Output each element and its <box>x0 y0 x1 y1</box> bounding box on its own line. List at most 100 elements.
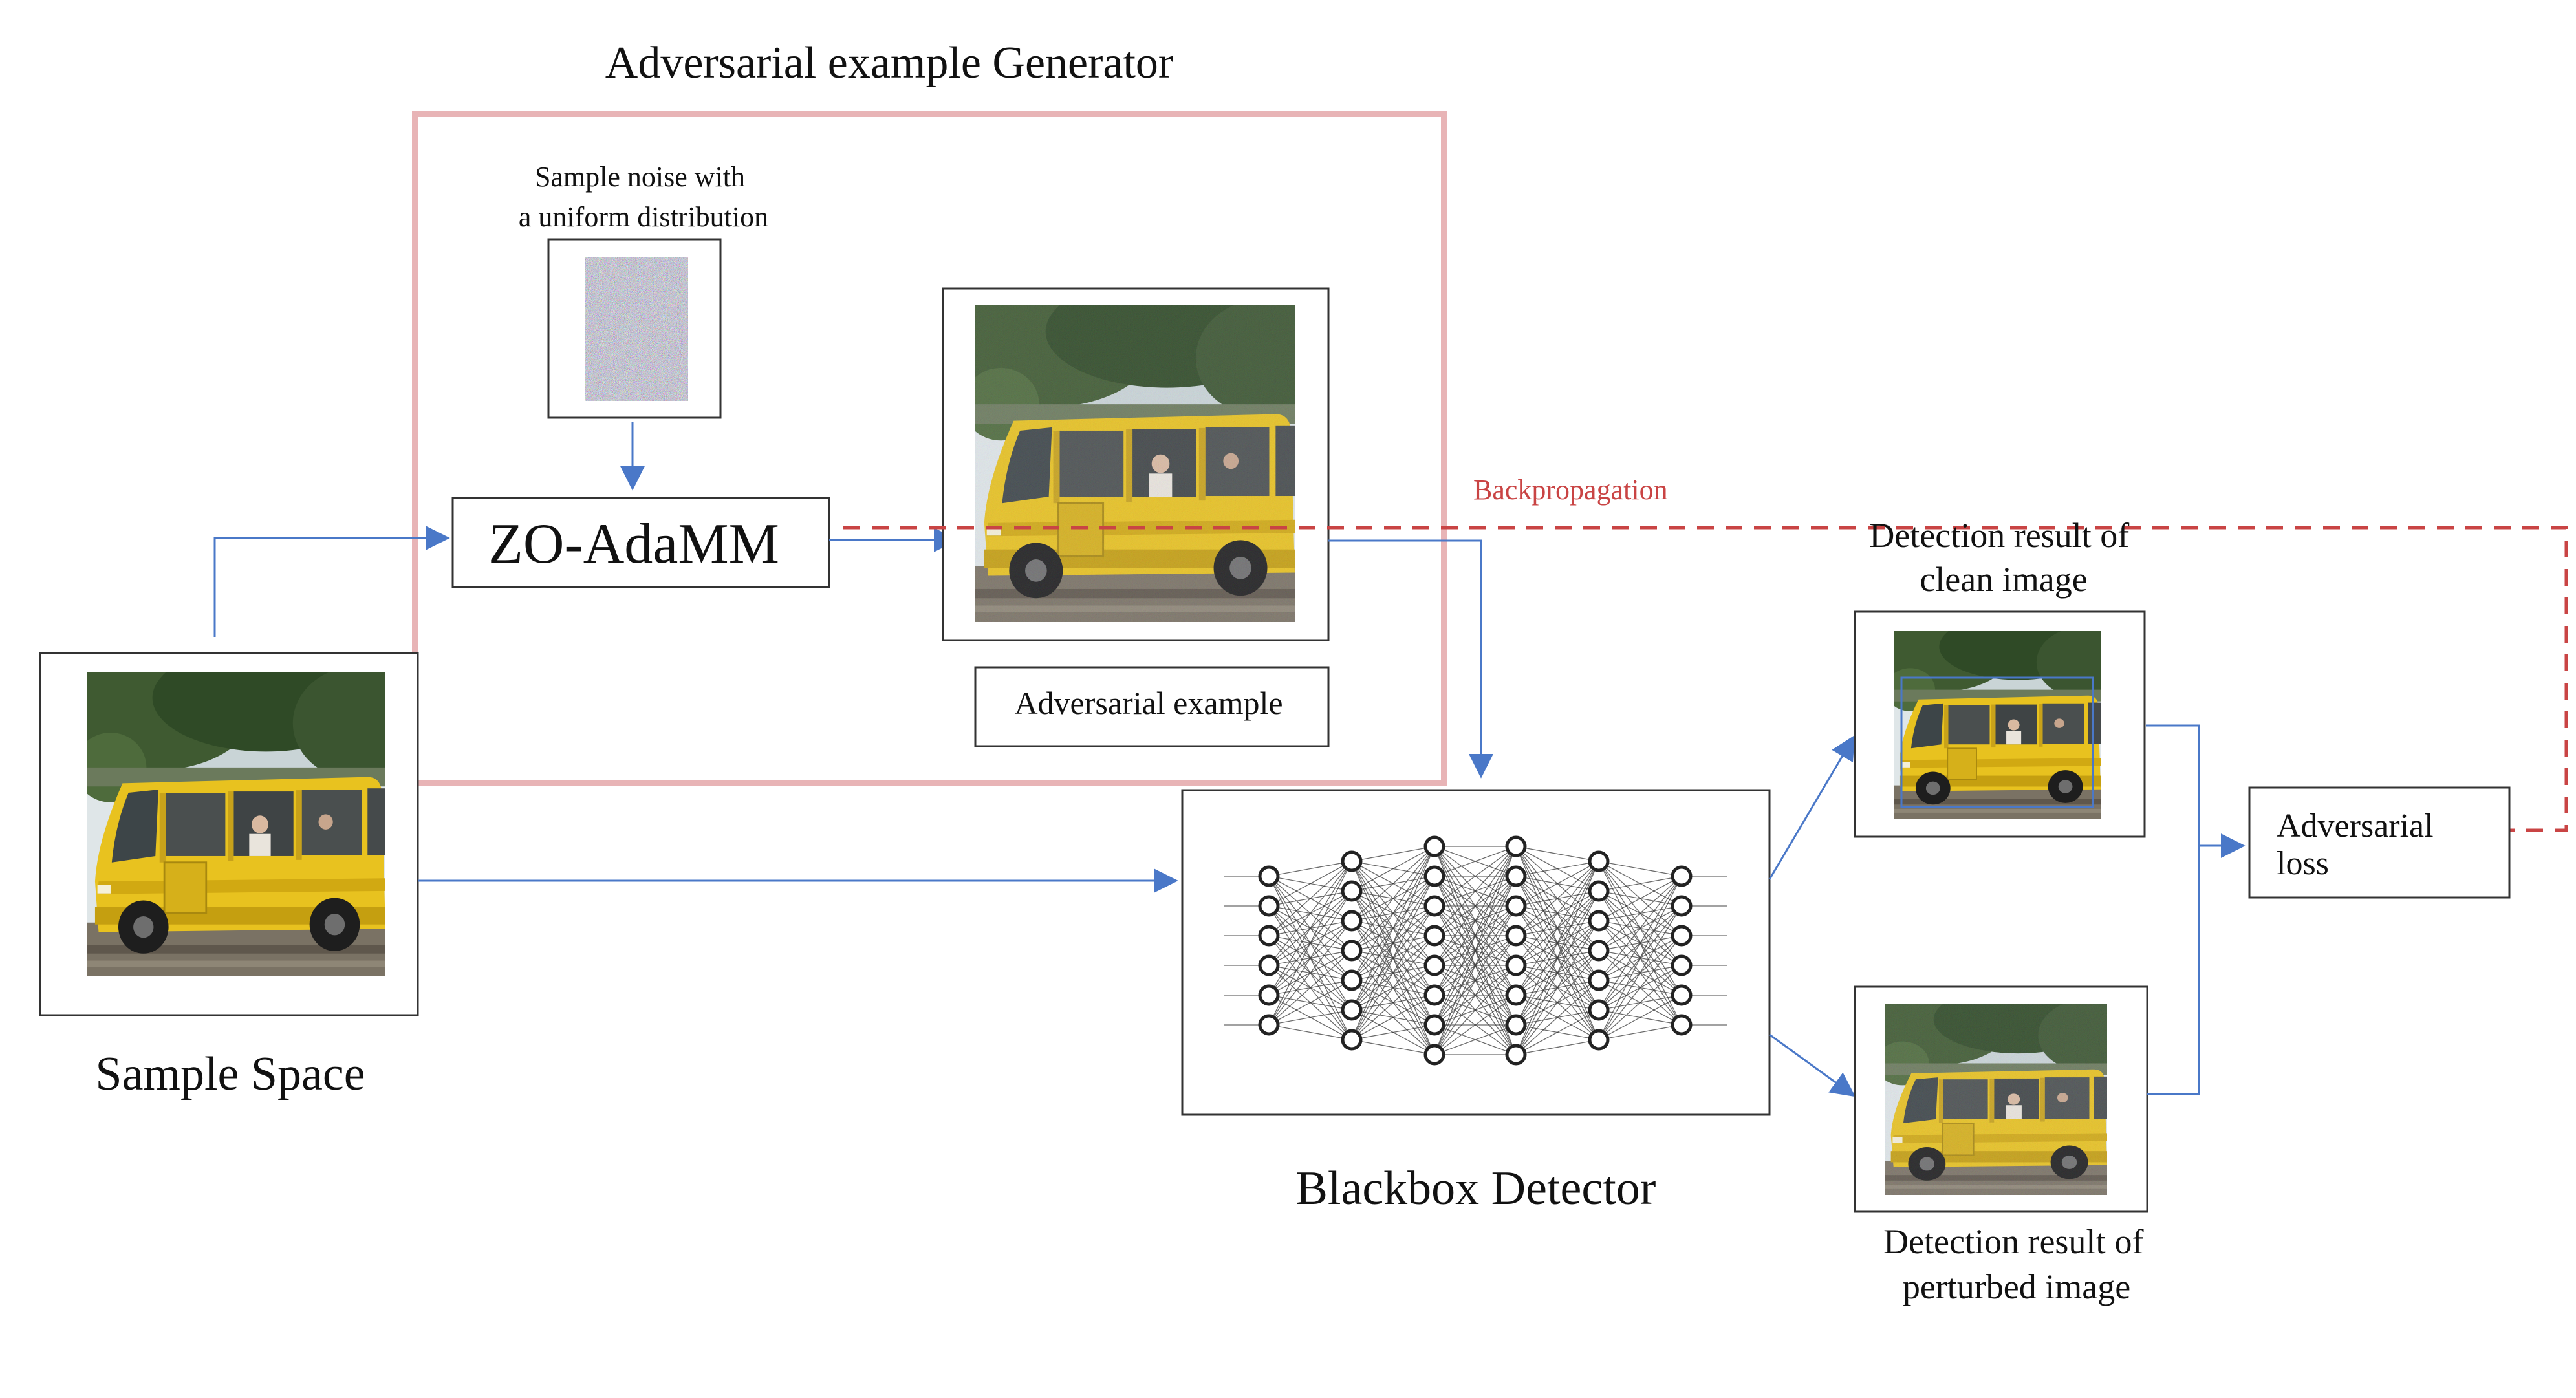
nn-edge <box>1434 846 1517 996</box>
nn-edge <box>1268 920 1352 1026</box>
nn-node <box>1341 850 1363 872</box>
loss-line1: Adversarial <box>2277 808 2434 844</box>
nn-edge <box>1351 846 1435 892</box>
nn-node <box>1341 999 1363 1021</box>
nn-node <box>1588 910 1610 932</box>
nn-node <box>1258 865 1280 887</box>
nn-node <box>1671 865 1693 887</box>
nn-edge <box>1598 876 1682 1040</box>
nn-edge <box>1351 846 1435 862</box>
nn-edge <box>1351 846 1435 981</box>
nn-node <box>1505 895 1527 917</box>
nn-edge <box>1515 890 1599 1055</box>
nn-edge <box>1268 861 1352 907</box>
arrow-detector-to-perturbed <box>1769 1033 1856 1097</box>
noise-label-line2: a uniform distribution <box>519 201 768 233</box>
nn-node <box>1423 954 1445 976</box>
nn-edge <box>1434 995 1517 1055</box>
nn-edge <box>1598 876 1682 1011</box>
neural-network-icon <box>1224 835 1727 1066</box>
nn-node <box>1588 850 1610 872</box>
loss-label: Adversarial loss <box>2277 808 2442 882</box>
nn-edge <box>1351 876 1435 1040</box>
nn-edge <box>1268 1009 1352 1026</box>
nn-edge <box>1268 861 1352 877</box>
nn-node <box>1505 1014 1527 1036</box>
nn-edge <box>1515 950 1599 1055</box>
generator-title: Adversarial example Generator <box>605 38 1173 88</box>
loss-box <box>2248 786 2511 899</box>
nn-node <box>1671 984 1693 1006</box>
sample-space-label: Sample Space <box>95 1048 365 1101</box>
nn-edge <box>1598 876 1682 951</box>
backprop-label: Backpropagation <box>1473 474 1668 506</box>
nn-edge <box>1351 846 1435 1040</box>
nn-node <box>1671 954 1693 976</box>
clean-result-line2: clean image <box>1920 560 2087 599</box>
clean-result-label: Detection result of clean image <box>1869 516 2138 599</box>
perturbed-result-line1: Detection result <box>1883 1222 2105 1261</box>
nn-edge <box>1268 980 1352 1026</box>
perturbed-noise-overlay <box>1885 1004 2107 1195</box>
nn-node <box>1588 880 1610 902</box>
nn-edge <box>1434 965 1517 1055</box>
connector-clean-to-loss <box>2146 724 2200 1095</box>
nn-node <box>1671 925 1693 947</box>
nn-node <box>1423 1014 1445 1036</box>
nn-node <box>1671 1014 1693 1036</box>
nn-edge <box>1434 905 1517 1055</box>
nn-node <box>1588 969 1610 991</box>
nn-edge <box>1434 846 1517 877</box>
nn-node <box>1258 1014 1280 1036</box>
nn-node <box>1423 1044 1445 1066</box>
nn-node <box>1505 954 1527 976</box>
nn-edge <box>1351 935 1435 1040</box>
nn-edge <box>1598 1024 1682 1040</box>
nn-edge <box>1434 846 1517 936</box>
generator-frame <box>412 111 1447 786</box>
nn-edge <box>1434 846 1517 1026</box>
nn-edge <box>1268 890 1352 1026</box>
noise-image <box>585 257 688 401</box>
nn-node <box>1258 925 1280 947</box>
nn-edge <box>1515 846 1599 862</box>
nn-edge <box>1515 1039 1599 1055</box>
nn-edge <box>1351 905 1435 1040</box>
nn-edge <box>1351 846 1435 951</box>
nn-edge <box>1351 846 1435 1011</box>
nn-edge <box>1434 846 1517 966</box>
nn-edge <box>1515 861 1599 936</box>
nn-node <box>1258 895 1280 917</box>
clean-bus-image <box>1894 631 2101 819</box>
nn-node <box>1423 865 1445 887</box>
backprop-dashed-line <box>843 526 2568 832</box>
nn-edge <box>1434 1024 1517 1055</box>
perturbed-result-line3: perturbed image <box>1903 1267 2130 1306</box>
nn-node <box>1505 925 1527 947</box>
nn-edge <box>1434 935 1517 1055</box>
nn-node <box>1423 984 1445 1006</box>
nn-edge <box>1268 950 1352 1026</box>
nn-edge <box>1268 861 1352 996</box>
nn-edge <box>1434 846 1517 1055</box>
nn-node <box>1341 880 1363 902</box>
nn-node <box>1588 1029 1610 1051</box>
nn-edge <box>1515 980 1599 1055</box>
noise-label: Sample noise with a uniform distribution <box>519 161 768 233</box>
adversarial-label-box <box>974 666 1330 747</box>
nn-edge <box>1515 920 1599 1055</box>
nn-node <box>1423 895 1445 917</box>
optimizer-box <box>451 497 830 588</box>
nn-edge <box>1268 1024 1352 1040</box>
nn-node <box>1341 1029 1363 1051</box>
nn-edge <box>1434 876 1517 1055</box>
nn-node <box>1505 984 1527 1006</box>
nn-edge <box>1598 965 1682 1040</box>
nn-edge <box>1268 861 1352 936</box>
adversarial-noise-overlay <box>975 305 1295 622</box>
nn-node <box>1341 969 1363 991</box>
nn-node <box>1258 954 1280 976</box>
nn-edge <box>1268 861 1352 966</box>
